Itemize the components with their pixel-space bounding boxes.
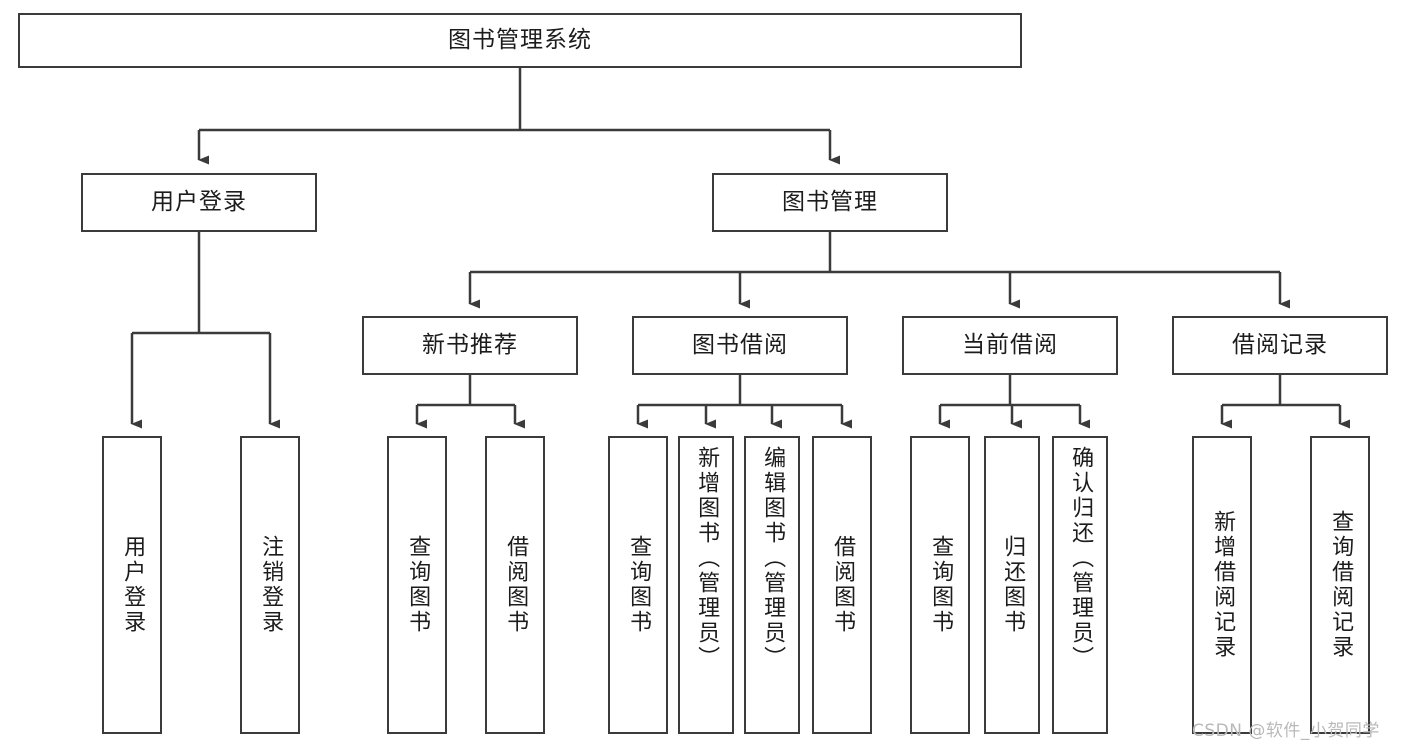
node-leaf-logout-label: 注销登录 <box>258 535 284 635</box>
node-leaf-query-book-3[interactable]: 查询图书 <box>910 436 970 734</box>
node-borrow-record-label: 借阅记录 <box>1232 332 1328 359</box>
node-leaf-query-book-2-label: 查询图书 <box>626 535 652 635</box>
node-new-book-recommend-label: 新书推荐 <box>422 332 518 359</box>
node-leaf-query-record[interactable]: 查询借阅记录 <box>1310 436 1370 734</box>
node-book-manage-label: 图书管理 <box>782 189 878 216</box>
node-current-borrow-label: 当前借阅 <box>962 332 1058 359</box>
node-leaf-user-login[interactable]: 用户登录 <box>102 436 162 734</box>
node-leaf-borrow-book-2-label: 借阅图书 <box>830 535 856 635</box>
node-leaf-add-book[interactable]: 新增图书（管理员） <box>678 436 734 734</box>
node-new-book-recommend[interactable]: 新书推荐 <box>362 316 578 375</box>
node-leaf-borrow-book-1[interactable]: 借阅图书 <box>485 436 545 734</box>
node-current-borrow[interactable]: 当前借阅 <box>902 316 1118 375</box>
node-leaf-query-book-2[interactable]: 查询图书 <box>608 436 668 734</box>
node-root[interactable]: 图书管理系统 <box>18 13 1022 68</box>
node-book-manage[interactable]: 图书管理 <box>712 173 948 232</box>
node-leaf-edit-book[interactable]: 编辑图书（管理员） <box>744 436 800 734</box>
node-leaf-edit-book-label: 编辑图书（管理员） <box>760 446 786 671</box>
node-leaf-borrow-book-1-label: 借阅图书 <box>503 535 529 635</box>
node-leaf-user-login-label: 用户登录 <box>120 535 146 635</box>
node-leaf-query-record-label: 查询借阅记录 <box>1328 510 1354 660</box>
node-user-login-label: 用户登录 <box>151 189 247 216</box>
node-leaf-confirm-return[interactable]: 确认归还（管理员） <box>1052 436 1108 734</box>
node-leaf-query-book-1-label: 查询图书 <box>405 535 431 635</box>
node-user-login[interactable]: 用户登录 <box>81 173 317 232</box>
node-leaf-add-record[interactable]: 新增借阅记录 <box>1192 436 1252 734</box>
node-leaf-confirm-return-label: 确认归还（管理员） <box>1068 446 1094 671</box>
watermark: CSDN @软件_小贺同学 <box>1192 721 1380 741</box>
node-leaf-add-record-label: 新增借阅记录 <box>1210 510 1236 660</box>
node-book-borrow[interactable]: 图书借阅 <box>632 316 848 375</box>
node-leaf-query-book-1[interactable]: 查询图书 <box>387 436 447 734</box>
node-leaf-return-book[interactable]: 归还图书 <box>984 436 1040 734</box>
node-leaf-query-book-3-label: 查询图书 <box>928 535 954 635</box>
node-borrow-record[interactable]: 借阅记录 <box>1172 316 1388 375</box>
node-leaf-logout[interactable]: 注销登录 <box>240 436 300 734</box>
node-leaf-return-book-label: 归还图书 <box>1000 535 1026 635</box>
node-book-borrow-label: 图书借阅 <box>692 332 788 359</box>
node-root-label: 图书管理系统 <box>448 27 592 54</box>
node-leaf-borrow-book-2[interactable]: 借阅图书 <box>812 436 872 734</box>
node-leaf-add-book-label: 新增图书（管理员） <box>694 446 720 671</box>
